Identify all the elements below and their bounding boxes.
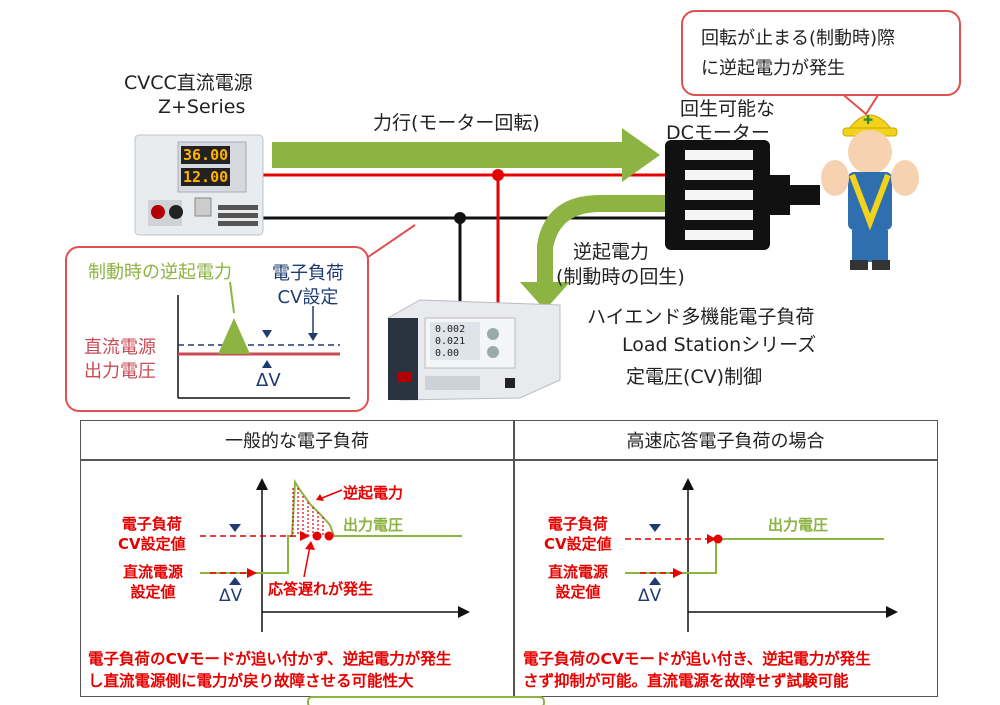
inset-delta-arrow-bottom [262,360,272,368]
inset-box [65,246,369,412]
speech-bubble: 回転が止まる(制動時)際 に逆起電力が発生 [681,10,961,96]
inset-cv-line2: CV設定 [277,287,339,308]
load-mode: 定電圧(CV)制御 [626,366,763,388]
power-supply-title: CVCC直流電源 [124,72,253,94]
regen-label-line2: (制動時の回生) [556,266,685,288]
right-supply-line2: 設定値 [555,583,601,601]
right-note-line2: さず抑制が可能。直流電源を故障せず試験可能 [523,672,849,690]
inset-delta-arrow-top [262,330,272,338]
left-delay-label: 応答遅れが発生 [268,580,374,598]
load-display-line2: 0.021 [435,336,466,347]
left-note: 電子負荷のCVモードが追い付かず、逆起電力が発生 し直流電源側に電力が戻り故障さ… [88,648,451,692]
inset-regen-pointer [229,281,235,314]
regen-label-line1: 逆起電力 [573,241,650,263]
regen-arrow [520,195,668,310]
table-header-divider [81,459,937,461]
left-regen-label: 逆起電力 [343,484,404,502]
motor-label-line1: 回生可能な [680,98,776,120]
power-running-arrow [272,128,660,182]
inset-regen-spike [218,318,250,354]
inset-supply-line2: 出力電圧 [84,361,156,382]
right-delta-label: ΔV [638,586,662,606]
right-note: 電子負荷のCVモードが追い付き、逆起電力が発生 さず抑制が可能。直流電源を故障せ… [523,648,871,692]
left-regen-hatch [292,488,324,536]
right-cv-line1: 電子負荷 [547,515,608,533]
left-supply-line1: 直流電源 [123,563,184,581]
power-supply-series: Z+Series [158,96,246,118]
inset-supply-label: 直流電源 出力電圧 [84,336,156,384]
left-cv-marker [312,531,322,541]
load-display: 0.002 0.021 0.00 [435,324,465,360]
junction-dot-red [492,169,504,181]
worker-stop-icon: ✚ [821,113,919,270]
inset-cv-label: 電子負荷 CV設定 [272,262,344,310]
inset-supply-line1: 直流電源 [84,337,156,358]
right-output-trace [625,538,884,574]
svg-text:✚: ✚ [863,113,873,127]
left-header: 一般的な電子負荷 [225,431,369,452]
left-cv-line1: 電子負荷 [121,515,182,533]
left-output-label: 出力電圧 [343,516,404,534]
dc-motor-icon [665,140,820,250]
load-title: ハイエンド多機能電子負荷 [587,306,815,328]
right-header: 高速応答電子負荷の場合 [626,431,825,452]
left-delta-label: ΔV [219,586,243,606]
bubble-line1: 回転が止まる(制動時)際 [701,28,896,49]
inset-regen-label: 制動時の逆起電力 [88,262,232,283]
left-note-line2: し直流電源側に電力が戻り故障させる可能性大 [88,672,414,690]
right-cv-line2: CV設定値 [544,535,612,553]
right-output-label: 出力電圧 [768,516,829,534]
right-note-line1: 電子負荷のCVモードが追い付き、逆起電力が発生 [523,650,871,668]
right-supply-line1: 直流電源 [548,563,609,581]
ps-current-display: 12.00 [181,168,231,186]
load-display-line3: 0.00 [435,348,460,359]
power-running-label: 力行(モーター回転) [373,112,540,134]
left-output-trace [200,478,462,574]
inset-delta-label: ΔV [256,370,281,391]
inset-cv-line1: 電子負荷 [272,263,344,284]
left-cv-line2: CV設定値 [118,535,186,553]
load-display-line1: 0.002 [435,324,466,335]
left-supply-line2: 設定値 [130,583,176,601]
right-cv-marker [713,534,723,544]
table-col-divider [513,421,515,696]
right-cv-label: 電子負荷 CV設定値 [544,514,612,554]
left-note-line1: 電子負荷のCVモードが追い付かず、逆起電力が発生 [88,650,452,668]
left-cv-label: 電子負荷 CV設定値 [118,514,186,554]
bubble-line2: に逆起電力が発生 [701,58,845,79]
electronic-load-icon [387,299,561,401]
junction-dot-black [454,212,466,224]
load-series: Load Stationシリーズ [622,334,817,356]
right-supply-label: 直流電源 設定値 [548,562,608,602]
left-supply-label: 直流電源 設定値 [123,562,183,602]
ps-voltage-display: 36.00 [181,146,231,164]
bottom-partial-bar [307,696,545,705]
motor-label-line2: DCモーター [666,122,770,144]
